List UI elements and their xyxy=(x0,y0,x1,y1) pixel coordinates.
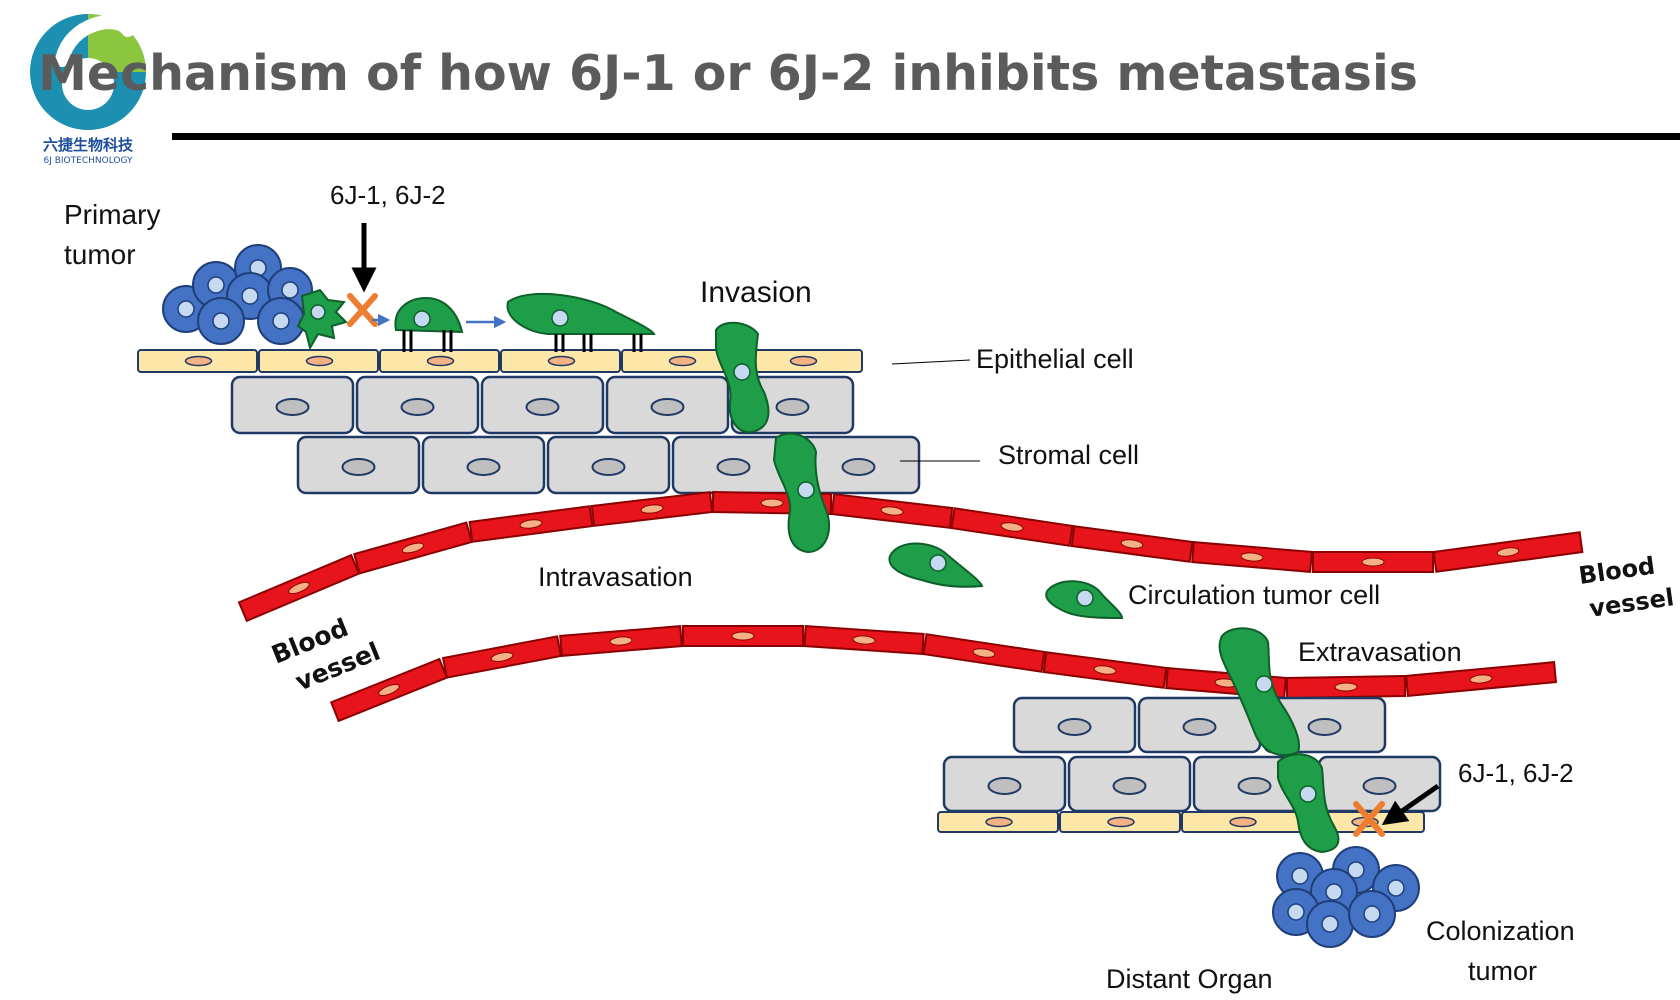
endothelial-cell xyxy=(237,553,361,623)
logo-en-text: 6J BIOTECHNOLOGY xyxy=(43,156,133,166)
endothelial-cell xyxy=(922,633,1046,673)
blood-vessel-label-left: Blood vessel xyxy=(267,613,384,697)
epithelial-layer-distant xyxy=(937,811,1425,833)
epithelial-cell xyxy=(500,349,621,373)
epithelial-cell xyxy=(1059,811,1181,833)
endothelial-cell xyxy=(1042,651,1168,689)
stromal-cell xyxy=(1067,755,1192,813)
stromal-cell-label: Stromal cell xyxy=(998,440,1139,470)
epithelial-cell xyxy=(937,811,1059,833)
endothelial-cell xyxy=(830,493,954,529)
stromal-cell xyxy=(796,435,921,495)
stromal-cell xyxy=(480,375,605,435)
stromal-cell xyxy=(942,755,1067,813)
migrating-cell-small xyxy=(394,296,464,352)
endothelial-cell xyxy=(950,507,1074,547)
page-title: Mechanism of how 6J-1 or 6J-2 inhibits m… xyxy=(38,45,1418,102)
invading-cell-epithelial xyxy=(715,321,770,434)
epithelial-cell xyxy=(742,349,863,373)
endothelial-cell xyxy=(559,625,683,657)
blood-vessel-upper-wall xyxy=(237,491,1584,623)
migrating-cell-elongated xyxy=(506,292,656,352)
endothelial-cell xyxy=(353,521,473,575)
stromal-cell xyxy=(1137,696,1262,754)
endothelial-cell xyxy=(682,625,804,647)
primary-tumor-label-line1: Primary xyxy=(64,199,160,230)
title-underline xyxy=(172,133,1680,140)
endothelial-cell xyxy=(1285,675,1407,699)
circulation-tumor-cell-label: Circulation tumor cell xyxy=(1128,580,1380,610)
stromal-layer-distant xyxy=(942,696,1442,813)
circulating-tumor-cell-1 xyxy=(888,542,984,588)
primary-tumor-label-line2: tumor xyxy=(64,239,136,270)
stromal-cell xyxy=(421,435,546,495)
endothelial-cell xyxy=(1432,531,1584,573)
colonization-tumor-cluster xyxy=(1272,846,1420,948)
epithelial-leader-line xyxy=(891,359,971,365)
svg-text:vessel: vessel xyxy=(1588,583,1676,623)
stromal-cell xyxy=(296,435,421,495)
stromal-cell xyxy=(1012,696,1137,754)
epithelial-layer-top xyxy=(137,349,863,373)
epithelial-cell xyxy=(379,349,500,373)
logo-cn-text: 六捷生物科技 xyxy=(43,136,134,154)
epithelial-cell-label: Epithelial cell xyxy=(976,344,1134,374)
endothelial-cell xyxy=(803,625,925,655)
stromal-cell xyxy=(671,435,796,495)
endothelial-cell xyxy=(1191,541,1313,573)
endothelial-cell xyxy=(468,505,594,543)
epithelial-cell xyxy=(258,349,379,373)
logo: 六捷生物科技 6J BIOTECHNOLOGY xyxy=(30,14,146,166)
invasion-label: Invasion xyxy=(700,276,812,309)
stromal-cell xyxy=(230,375,355,435)
endothelial-cell xyxy=(1070,525,1194,563)
epithelial-cell xyxy=(137,349,258,373)
blood-vessel-lower-wall xyxy=(329,625,1558,723)
drug-label-bottom: 6J-1, 6J-2 xyxy=(1458,758,1574,788)
invading-cell-stromal xyxy=(772,432,831,554)
endothelial-cell xyxy=(1404,661,1558,697)
colonization-tumor-label-line2: tumor xyxy=(1468,956,1537,986)
endothelial-cell xyxy=(1312,551,1434,573)
extravasating-cell-tissue xyxy=(1277,753,1340,854)
endothelial-cell xyxy=(590,491,714,527)
stromal-cell xyxy=(546,435,671,495)
distant-organ-label: Distant Organ xyxy=(1106,964,1273,994)
extravasating-cell-vessel xyxy=(1218,627,1300,757)
drug-arrow-bottom xyxy=(1381,783,1440,826)
endothelial-cell xyxy=(441,635,563,679)
extravasation-label: Extravasation xyxy=(1298,637,1462,667)
colonization-tumor-label-line1: Colonization xyxy=(1426,916,1575,946)
svg-text:Blood: Blood xyxy=(1577,552,1657,590)
blood-vessel-label-right: Blood vessel xyxy=(1577,552,1676,623)
primary-tumor-cluster xyxy=(162,244,313,345)
stromal-cell xyxy=(605,375,730,435)
inhibition-mark-top xyxy=(347,293,378,327)
stromal-cell xyxy=(355,375,480,435)
endothelial-cell xyxy=(329,657,449,723)
epithelial-cell xyxy=(1181,811,1303,833)
inhibition-mark-bottom xyxy=(1353,801,1385,837)
detaching-tumor-cell xyxy=(296,288,348,351)
circulating-tumor-cell-2 xyxy=(1045,580,1124,620)
intravasation-label: Intravasation xyxy=(538,562,693,592)
drug-label-top: 6J-1, 6J-2 xyxy=(330,180,446,210)
